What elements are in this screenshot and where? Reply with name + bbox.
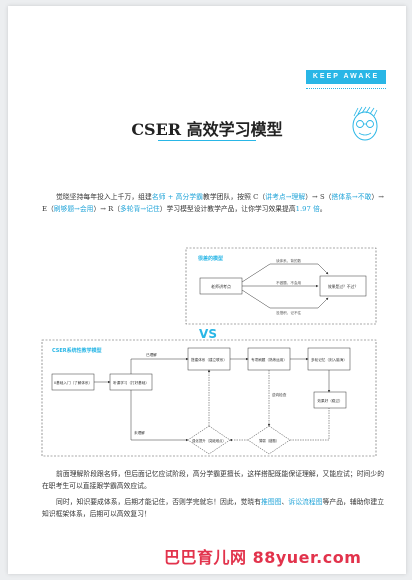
watermark: 巴巴育儿网 88yuer.com: [164, 548, 362, 567]
svg-text:强化提升（突破难点）: 强化提升（突破难点）: [192, 438, 226, 443]
result-node: [319, 275, 367, 297]
title-underline: [158, 140, 256, 141]
tag-divider: [306, 88, 386, 89]
svg-text:多轮记忆（刻入脑海）: 多轮记忆（刻入脑海）: [311, 357, 347, 362]
body-paragraph-1: 前面理解阶段跟名师，但后面记忆应试阶段，高分学霸更擅长，这样搭配既能保证理解，又…: [42, 470, 384, 490]
edge-bot-label: 没搭积，记不住: [276, 310, 302, 315]
result-label: 效果是过？不过？: [328, 284, 358, 289]
understood-label: 已理解: [146, 352, 157, 357]
edge-mid-label: 不做题、不会用: [276, 280, 302, 285]
body-paragraph-2: 同时，知识要成体系，后期才能记住，否则学完就忘！因此，觉晓有推图图、诉讼流程图等…: [42, 498, 385, 518]
model-diagram: 很差的模型 老师讲考点 效果是过？不过？ 读体系、背的数 不做题、不会用 没搭积…: [41, 247, 377, 457]
svg-text:薄弱（错题）: 薄弱（错题）: [259, 438, 279, 443]
svg-text:听课学习（打好基础）: 听课学习（打好基础）: [113, 380, 149, 385]
svg-text:专项刷题（熟练运用）: 专项刷题（熟练运用）: [251, 357, 287, 362]
svg-text:效果好（稳过）: 效果好（稳过）: [317, 398, 342, 403]
vs-label: VS: [199, 327, 217, 341]
boost-node: [187, 425, 231, 455]
owl-face-icon: [352, 106, 378, 141]
page-title: CSER 高效学习模型: [131, 120, 283, 139]
intro-paragraph: 觉晓坚持每年投入上千万，组建名师 + 高分学霸教学团队，按照 C（讲考点→理解）…: [42, 193, 385, 213]
document-page: KEEP AWAKE CSER 高效学习模型 觉晓坚持每年投入上千万，组建名师 …: [8, 6, 406, 574]
svg-text:0基础入门（了解体系）: 0基础入门（了解体系）: [54, 380, 92, 385]
cser-model-title: CSER系统性教学模型: [52, 347, 102, 354]
review-node: [247, 425, 291, 455]
edge-top-label: 读体系、背的数: [276, 258, 302, 263]
targeted-label: 逆向检查: [272, 392, 287, 397]
not-understood-label: 未理解: [134, 430, 145, 435]
svg-text:搭建体系（建立联系）: 搭建体系（建立联系）: [191, 357, 227, 362]
cser-model-frame: [41, 339, 377, 457]
teacher-label: 老师讲考点: [211, 283, 231, 289]
poor-model-frame: [185, 247, 377, 325]
keep-awake-tag: KEEP AWAKE: [306, 70, 386, 84]
poor-model-title: 很差的模型: [197, 255, 223, 262]
